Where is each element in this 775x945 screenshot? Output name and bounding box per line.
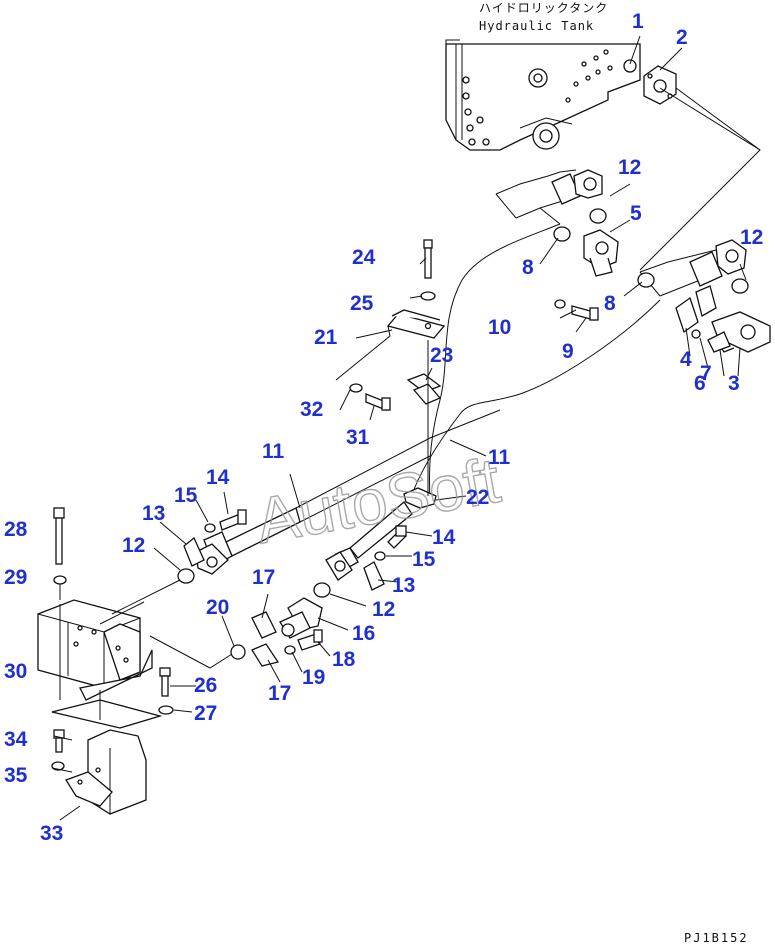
callout-6: 6 <box>694 372 706 395</box>
callout-12d: 12 <box>372 598 395 621</box>
bracket-bolt <box>158 667 174 715</box>
callout-16: 16 <box>352 622 375 645</box>
callout-14b: 14 <box>432 526 456 549</box>
callout-19: 19 <box>302 666 325 689</box>
callout-11a: 11 <box>262 440 285 463</box>
hose-left <box>195 409 501 575</box>
callout-20: 20 <box>206 596 229 619</box>
callout-17a: 17 <box>252 566 275 589</box>
bolt-and-washer <box>554 299 599 321</box>
callout-17b: 17 <box>268 682 291 705</box>
elbow-fitting <box>583 229 619 277</box>
o-ring <box>177 568 195 584</box>
callout-24: 24 <box>352 246 376 269</box>
callout-12a: 12 <box>618 156 641 179</box>
drawing-code: PJ1B152 <box>684 931 749 945</box>
callout-34: 34 <box>4 728 28 751</box>
hydraulic-tank <box>445 39 641 151</box>
callout-22: 22 <box>466 486 489 509</box>
hose-lower <box>409 239 747 501</box>
callout-33: 33 <box>40 822 63 845</box>
callout-28: 28 <box>4 518 28 541</box>
hose-bracket <box>386 239 446 339</box>
o-ring <box>637 272 655 288</box>
callout-27: 27 <box>194 702 217 725</box>
tank-flange <box>643 65 677 105</box>
callout-10: 10 <box>488 316 511 339</box>
callout-5: 5 <box>630 202 642 225</box>
callout-32: 32 <box>300 398 323 421</box>
callout-15b: 15 <box>412 548 436 571</box>
callout-2: 2 <box>676 26 688 49</box>
bracket-mount-bolt <box>51 729 65 771</box>
o-ring <box>553 226 571 242</box>
callout-31: 31 <box>346 426 370 449</box>
elbow-assembly-lower <box>251 597 323 667</box>
callout-7: 7 <box>700 362 712 385</box>
o-ring <box>589 208 607 224</box>
leader-lines <box>51 35 761 821</box>
callout-8a: 8 <box>522 256 534 279</box>
callout-14a: 14 <box>206 466 230 489</box>
o-ring <box>731 278 749 294</box>
tank-japanese-label: ハイドロリックタンク <box>479 1 608 15</box>
hose-upper <box>428 169 603 501</box>
callout-26: 26 <box>194 674 217 697</box>
callout-3: 3 <box>728 372 740 395</box>
callout-11b: 11 <box>488 446 511 469</box>
callout-15a: 15 <box>174 484 198 507</box>
callout-18: 18 <box>332 648 356 671</box>
callout-8b: 8 <box>604 292 616 315</box>
callout-21: 21 <box>314 326 338 349</box>
callout-30: 30 <box>4 660 27 683</box>
callout-13b: 13 <box>392 574 415 597</box>
callout-25: 25 <box>350 292 374 315</box>
split-flange-right <box>363 525 407 591</box>
callout-13a: 13 <box>142 502 165 525</box>
valve-block <box>37 599 153 701</box>
hose-clamp <box>349 373 442 411</box>
callout-29: 29 <box>4 566 27 589</box>
long-bolt <box>53 507 67 600</box>
hose-middle <box>325 501 413 581</box>
callout-12c: 12 <box>122 534 145 557</box>
callout-35: 35 <box>4 764 28 787</box>
o-ring <box>313 582 331 598</box>
callout-12b: 12 <box>740 226 763 249</box>
callout-4: 4 <box>680 348 692 371</box>
o-ring <box>230 644 246 660</box>
flange-assembly <box>675 285 771 353</box>
callout-1: 1 <box>632 10 644 33</box>
callout-labels: 1 2 3 4 5 6 7 8 8 9 10 11 11 12 12 12 12… <box>4 10 763 845</box>
callout-9: 9 <box>562 340 574 363</box>
mounting-bracket <box>51 604 163 815</box>
split-flange-left <box>183 509 247 567</box>
tank-english-label: Hydraulic Tank <box>479 19 594 33</box>
callout-23: 23 <box>430 344 453 367</box>
